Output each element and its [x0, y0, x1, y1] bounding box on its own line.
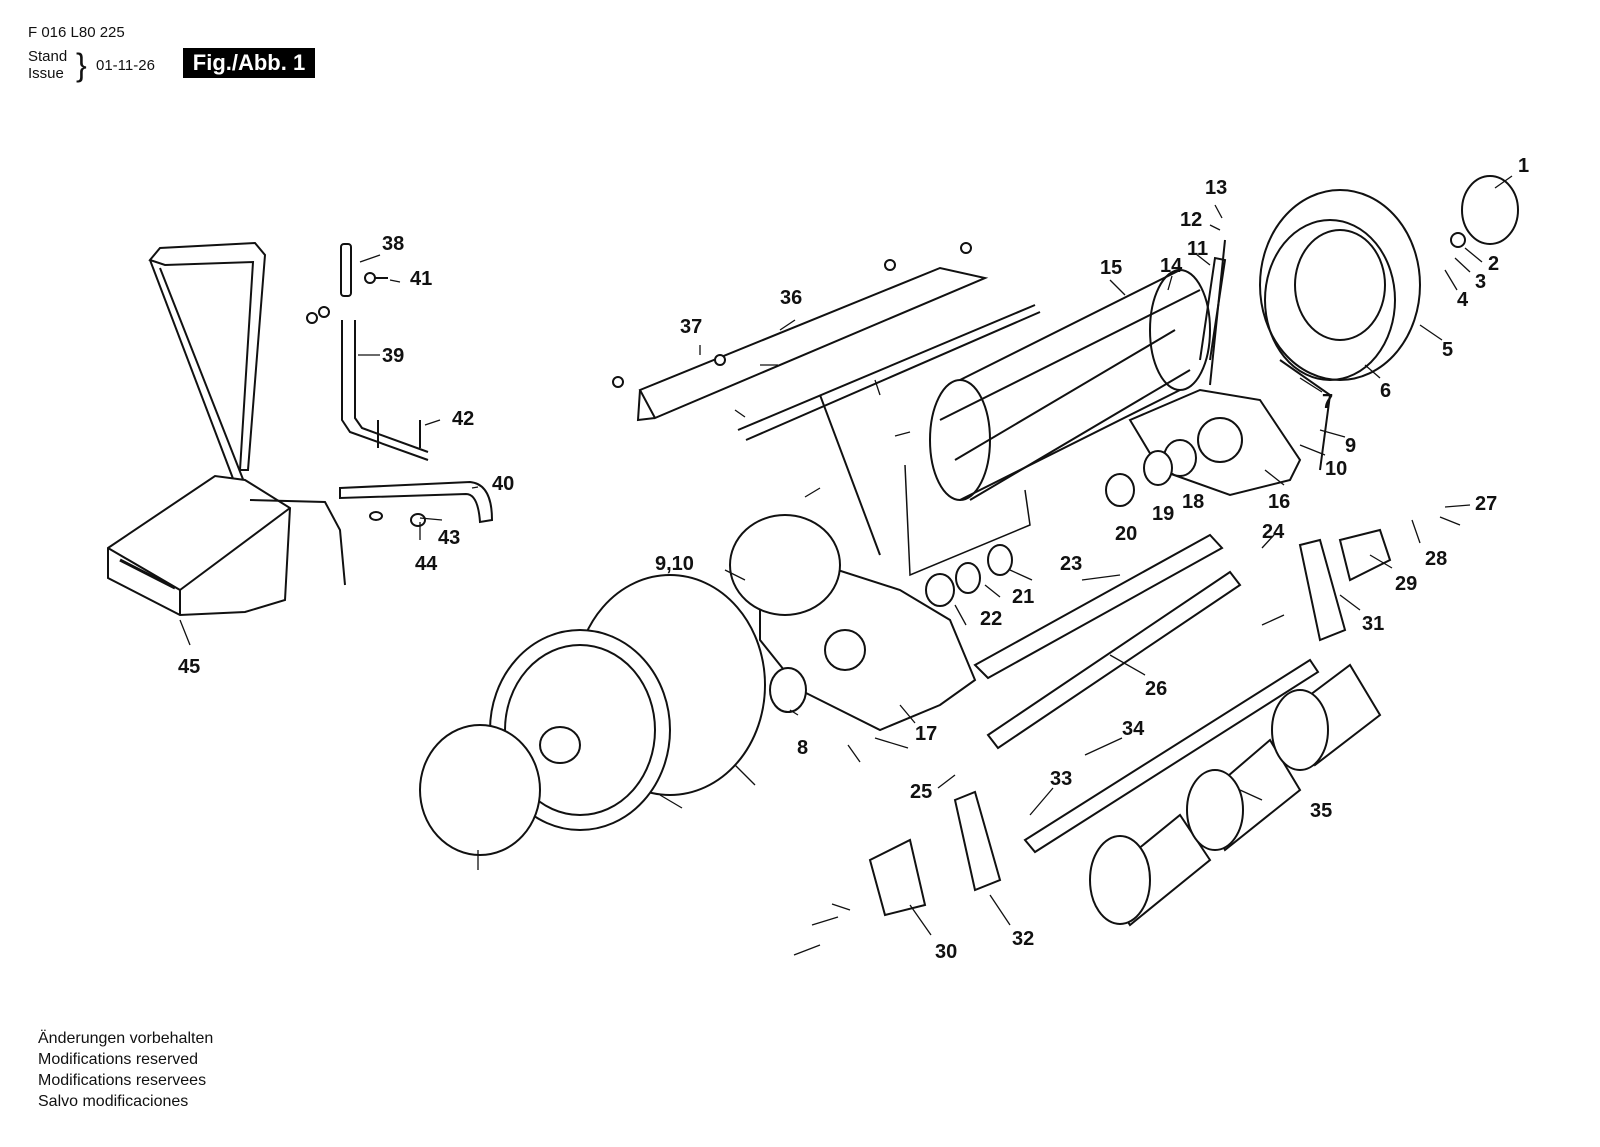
- callout-12: 12: [1180, 209, 1202, 231]
- callout-32: 32: [1012, 928, 1034, 950]
- callout-35: 35: [1310, 800, 1332, 822]
- callout-29: 29: [1395, 573, 1417, 595]
- callout-6: 6: [1380, 380, 1391, 402]
- callout-2: 2: [1488, 253, 1499, 275]
- callout-15: 15: [1100, 257, 1122, 279]
- callout-3: 3: [1475, 271, 1486, 293]
- callout-4: 4: [1457, 289, 1469, 311]
- callout-39: 39: [382, 345, 404, 367]
- callout-9-10: 9,10: [655, 553, 694, 575]
- callout-23: 23: [1060, 553, 1082, 575]
- callout-25: 25: [910, 781, 932, 803]
- callout-1: 1: [1518, 155, 1529, 177]
- spring-parts-drawing: [925, 544, 1013, 607]
- callout-20: 20: [1115, 523, 1137, 545]
- callout-17: 17: [915, 723, 937, 745]
- callout-42: 42: [452, 408, 474, 430]
- hub-cap-drawing: [419, 724, 541, 856]
- note-es: Salvo modificaciones: [38, 1093, 189, 1110]
- callout-33: 33: [1050, 768, 1072, 790]
- callout-21: 21: [1012, 586, 1034, 608]
- callout-37: 37: [680, 316, 702, 338]
- callout-31: 31: [1362, 613, 1384, 635]
- callout-40: 40: [492, 473, 514, 495]
- callout-27: 27: [1475, 493, 1497, 515]
- handle-parts-drawing: [306, 243, 494, 527]
- callout-38: 38: [382, 233, 404, 255]
- issue-label: Issue: [28, 65, 64, 82]
- rod-11-drawing: [819, 394, 881, 556]
- callout-26: 26: [1145, 678, 1167, 700]
- roller-segments-drawing: [1089, 663, 1382, 927]
- callout-14: 14: [1160, 255, 1183, 277]
- callout-44: 44: [415, 553, 438, 575]
- callout-16: 16: [1268, 491, 1290, 513]
- callout-36: 36: [780, 287, 802, 309]
- callout-10: 10: [1325, 458, 1347, 480]
- callout-41: 41: [410, 268, 432, 290]
- issue-date: 01-11-26: [96, 57, 155, 74]
- callout-24: 24: [1262, 521, 1285, 543]
- callout-28: 28: [1425, 548, 1447, 570]
- brace-icon: }: [76, 47, 87, 83]
- callout-30: 30: [935, 941, 957, 963]
- figure-label: Fig./Abb. 1: [183, 48, 315, 78]
- note-en: Modifications reserved: [38, 1051, 199, 1068]
- callout-13: 13: [1205, 177, 1227, 199]
- callout-43: 43: [438, 527, 460, 549]
- cutting-cylinder-drawing: [929, 256, 1227, 501]
- callout-34: 34: [1122, 718, 1145, 740]
- note-de: Änderungen vorbehalten: [38, 1030, 214, 1047]
- callout-9: 9: [1345, 435, 1356, 457]
- callout-45: 45: [178, 656, 200, 678]
- part-number: F 016 L80 225: [28, 24, 125, 41]
- callout-22: 22: [980, 608, 1002, 630]
- cover-plate-drawing: [612, 242, 1041, 441]
- note-fr: Modifications reservees: [38, 1072, 207, 1089]
- right-wheel-drawing: [1259, 175, 1519, 381]
- side-plate-17-drawing: [729, 514, 977, 732]
- pinion-drawing: [769, 667, 807, 713]
- callout-5: 5: [1442, 339, 1453, 361]
- callout-7: 7: [1322, 391, 1333, 413]
- callout-11: 11: [1187, 238, 1208, 260]
- rail-parts-drawing: [973, 533, 1320, 854]
- bracket-parts-drawing: [868, 528, 1392, 917]
- stand-label: Stand: [28, 48, 68, 65]
- callout-8: 8: [797, 737, 808, 759]
- callout-19: 19: [1152, 503, 1174, 525]
- callout-18: 18: [1182, 491, 1204, 513]
- bush-parts-drawing: [1105, 439, 1197, 507]
- notes-block: Änderungen vorbehalten Modifications res…: [38, 1028, 213, 1112]
- grass-box-drawing: [107, 241, 346, 617]
